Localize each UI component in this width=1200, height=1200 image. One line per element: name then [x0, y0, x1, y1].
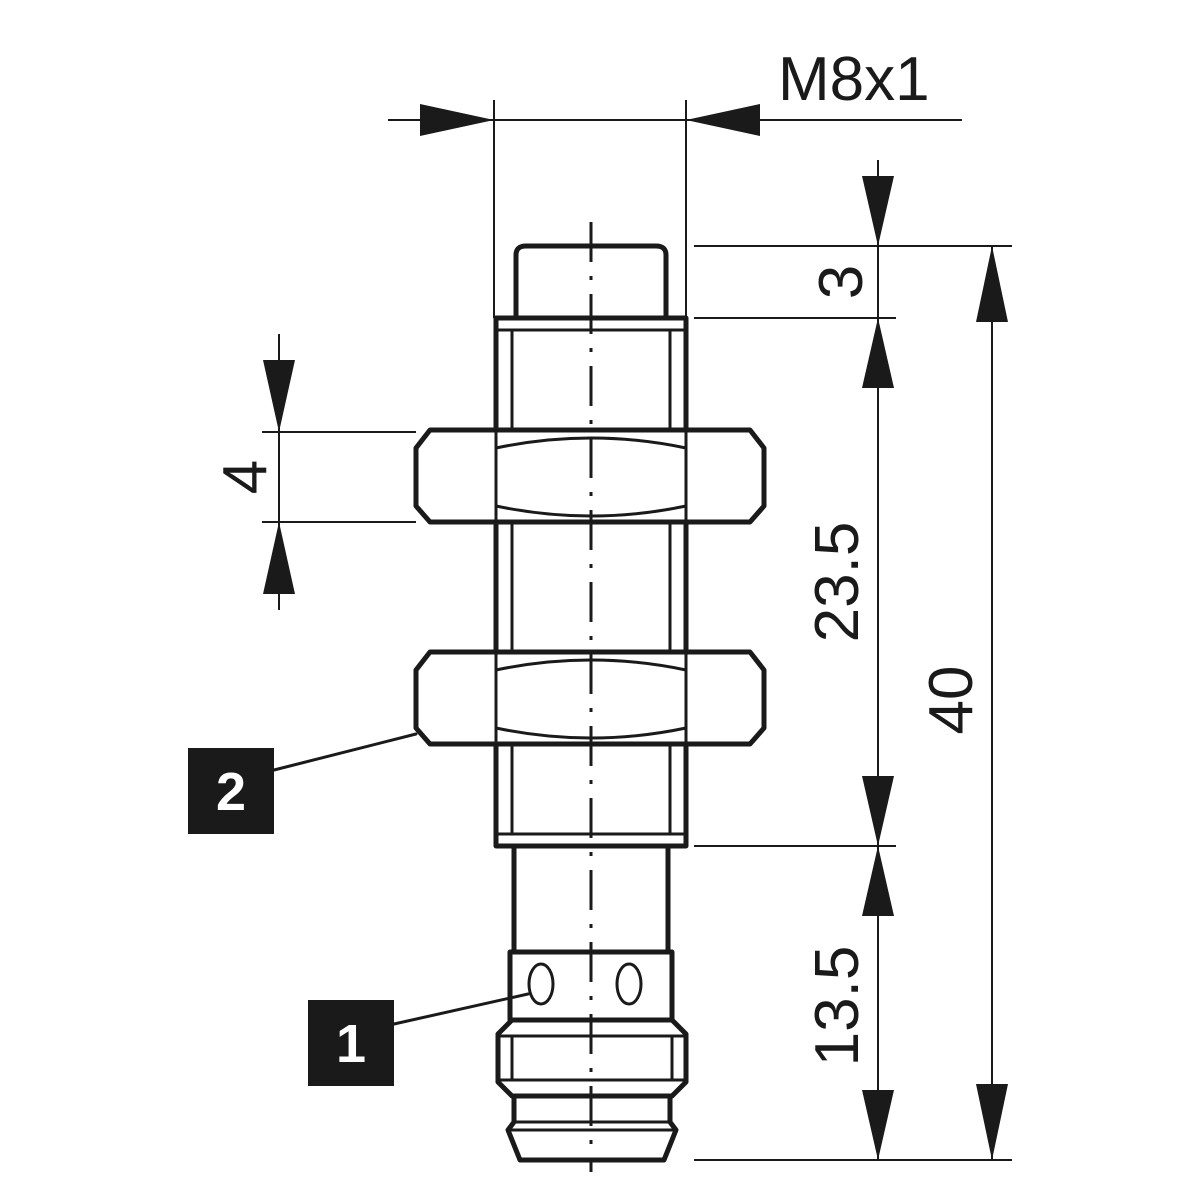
led-window-left: [527, 962, 555, 1006]
nut-lower: [413, 649, 767, 747]
thread-length-dimension: 23.5: [803, 318, 894, 846]
callout-led-box: [308, 1000, 394, 1086]
connector-end: [505, 1093, 679, 1163]
tip-length-label: 3: [807, 265, 876, 299]
thread-dimension: M8x1: [388, 45, 962, 318]
callout-nut-label: 2: [216, 762, 246, 822]
callout-led-label: 1: [336, 1014, 366, 1074]
tip-length-dimension: 3: [807, 160, 894, 318]
led-window-right: [615, 962, 643, 1006]
callout-nut-box: [188, 748, 274, 834]
callout-nut: 2: [188, 732, 418, 834]
nut-thickness-label: 4: [211, 460, 280, 494]
thread-length-label: 23.5: [803, 522, 872, 643]
connector-length-label: 13.5: [803, 946, 872, 1067]
total-length-dimension: 40: [917, 246, 1008, 1160]
total-length-label: 40: [917, 666, 986, 735]
sensing-face: [513, 243, 669, 321]
nut-thickness-dimension: 4: [211, 334, 416, 610]
callout-led: 1: [308, 992, 530, 1086]
connector-length-dimension: 13.5: [803, 846, 894, 1160]
thread-size-label: M8x1: [778, 45, 930, 114]
